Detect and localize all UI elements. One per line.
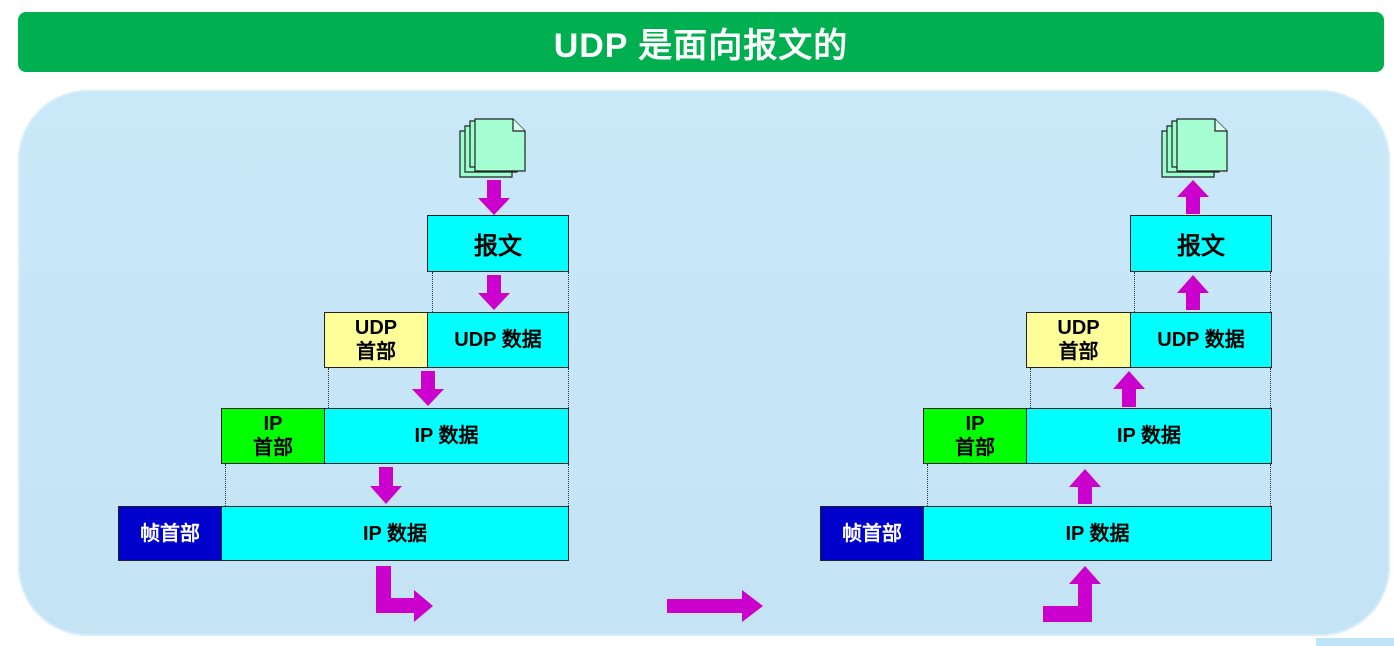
guide-line	[568, 272, 569, 312]
sender-ip-data-label: IP 数据	[414, 425, 479, 447]
down-arrow	[478, 180, 510, 215]
guide-line	[927, 464, 928, 506]
receiver-frame-header: 帧首部	[820, 506, 924, 561]
receiver-document-icon	[1161, 118, 1228, 178]
sender-frame-header: 帧首部	[118, 506, 222, 561]
sender-frame-data-label: IP 数据	[362, 522, 428, 545]
receiver-udp-data: UDP 数据	[1130, 312, 1272, 368]
receiver-frame-data-label: IP 数据	[1065, 522, 1130, 545]
receiver-ip-data-label: IP 数据	[1116, 425, 1182, 447]
receiver-frame-header-label: 帧首部	[842, 522, 902, 545]
page-title: UDP 是面向报文的	[553, 26, 849, 65]
receiver-udp-header-label: UDP 首部	[1057, 317, 1100, 363]
receiver-ip-data: IP 数据	[1026, 408, 1272, 464]
sender-message-block: 报文	[427, 215, 569, 272]
guide-line	[568, 464, 569, 506]
sender-message-label: 报文	[474, 233, 522, 260]
guide-line	[432, 272, 433, 312]
entry-arrow	[1043, 566, 1101, 622]
down-arrow	[412, 371, 444, 406]
sender-udp-data-label: UDP 数据	[454, 329, 542, 351]
sender-frame-header-label: 帧首部	[140, 522, 200, 545]
sender-ip-header: IP 首部	[221, 408, 325, 464]
receiver-frame-data: IP 数据	[923, 506, 1272, 561]
sender-ip-data: IP 数据	[324, 408, 569, 464]
sender-udp-header-label: UDP 首部	[354, 317, 398, 363]
up-arrow	[1177, 180, 1209, 214]
receiver-ip-header: IP 首部	[923, 408, 1027, 464]
guide-line	[1270, 464, 1271, 506]
guide-line	[1134, 272, 1135, 312]
receiver-ip-header-label: IP 首部	[955, 413, 995, 459]
sender-udp-data: UDP 数据	[427, 312, 569, 368]
guide-line	[328, 368, 329, 408]
guide-line	[225, 464, 226, 506]
guide-line	[1270, 368, 1271, 408]
exit-arrow	[376, 566, 433, 622]
sender-document-icon	[459, 118, 526, 178]
transmission-arrow	[667, 590, 763, 622]
up-arrow	[1069, 469, 1101, 504]
guide-line	[1030, 368, 1031, 408]
title-bar: UDP 是面向报文的	[18, 12, 1384, 72]
down-arrow	[478, 275, 510, 310]
guide-line	[568, 368, 569, 408]
corner-tab	[1316, 638, 1394, 646]
guide-line	[1270, 272, 1271, 312]
receiver-message-label: 报文	[1177, 233, 1225, 260]
sender-udp-header: UDP 首部	[324, 312, 428, 368]
receiver-udp-header: UDP 首部	[1026, 312, 1131, 368]
sender-frame-data: IP 数据	[221, 506, 569, 561]
sender-ip-header-label: IP 首部	[253, 413, 293, 459]
up-arrow	[1113, 371, 1145, 407]
up-arrow	[1177, 275, 1209, 310]
down-arrow	[370, 467, 402, 504]
receiver-udp-data-label: UDP 数据	[1157, 329, 1245, 351]
receiver-message-block: 报文	[1130, 215, 1272, 272]
